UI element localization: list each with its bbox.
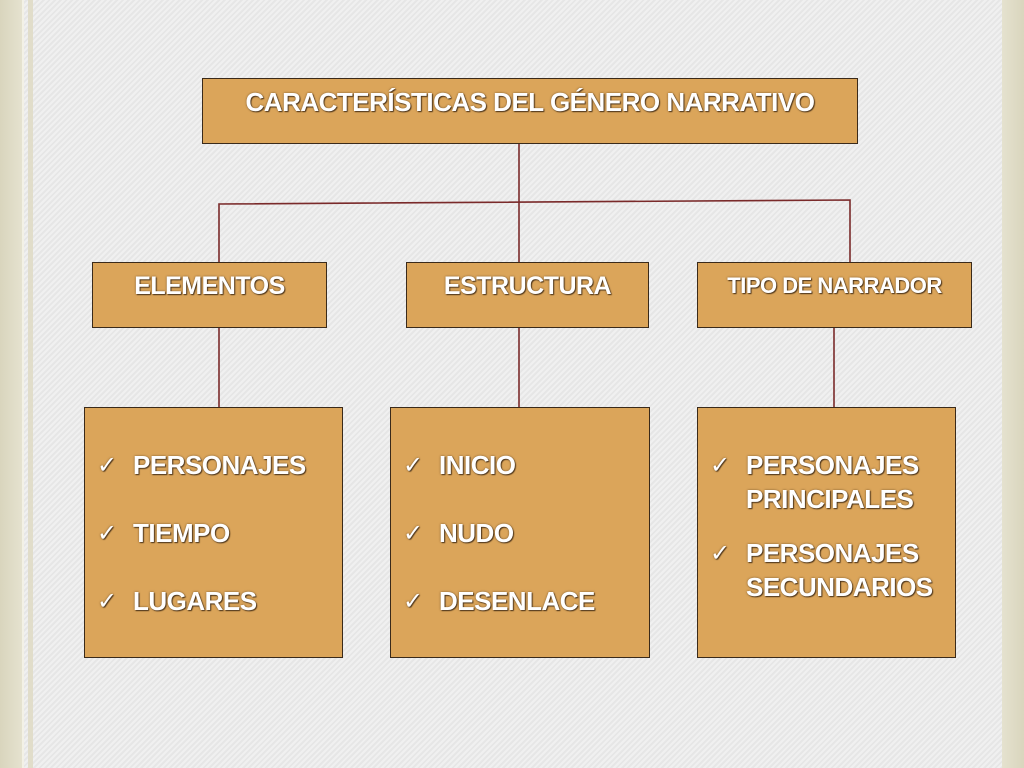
checkmark-icon: ✓ [97, 519, 117, 547]
list-box-tipo-de-narrador: ✓ PERSONAJES PRINCIPALES ✓ PERSONAJES SE… [697, 407, 956, 658]
left-decorative-line [28, 0, 33, 768]
list-item: ✓ DESENLACE [403, 584, 649, 618]
list-item-text: PERSONAJES [133, 450, 306, 480]
checkmark-icon: ✓ [97, 451, 117, 479]
list-item: ✓ PERSONAJES PRINCIPALES [710, 448, 955, 516]
list-item-text: LUGARES [133, 586, 257, 616]
list-item-text: INICIO [439, 450, 516, 480]
diagram-title: CARACTERÍSTICAS DEL GÉNERO NARRATIVO [245, 86, 815, 117]
left-decorative-stripe [0, 0, 24, 768]
list-elementos: ✓ PERSONAJES ✓ TIEMPO ✓ LUGARES [85, 408, 342, 618]
list-item-text: PERSONAJES PRINCIPALES [746, 450, 919, 514]
list-item: ✓ INICIO [403, 448, 649, 482]
list-box-estructura: ✓ INICIO ✓ NUDO ✓ DESENLACE [390, 407, 650, 658]
category-label-tipo-de-narrador: TIPO DE NARRADOR [727, 273, 942, 298]
checkmark-icon: ✓ [97, 587, 117, 615]
list-estructura: ✓ INICIO ✓ NUDO ✓ DESENLACE [391, 408, 649, 618]
diagram-title-box: CARACTERÍSTICAS DEL GÉNERO NARRATIVO [202, 78, 858, 144]
list-item-text: TIEMPO [133, 518, 230, 548]
category-label-elementos: ELEMENTOS [134, 271, 285, 300]
checkmark-icon: ✓ [710, 451, 730, 479]
list-box-elementos: ✓ PERSONAJES ✓ TIEMPO ✓ LUGARES [84, 407, 343, 658]
connector-horizontal-bar [218, 199, 851, 262]
checkmark-icon: ✓ [403, 451, 423, 479]
list-item-text: PERSONAJES SECUNDARIOS [746, 538, 933, 602]
category-box-estructura: ESTRUCTURA [406, 262, 649, 328]
list-item-text: NUDO [439, 518, 514, 548]
category-box-elementos: ELEMENTOS [92, 262, 327, 328]
category-box-tipo-de-narrador: TIPO DE NARRADOR [697, 262, 972, 328]
list-item: ✓ PERSONAJES [97, 448, 342, 482]
list-item: ✓ LUGARES [97, 584, 342, 618]
checkmark-icon: ✓ [403, 587, 423, 615]
list-item: ✓ NUDO [403, 516, 649, 550]
checkmark-icon: ✓ [403, 519, 423, 547]
category-label-estructura: ESTRUCTURA [443, 271, 612, 300]
list-tipo-de-narrador: ✓ PERSONAJES PRINCIPALES ✓ PERSONAJES SE… [698, 408, 955, 604]
list-item: ✓ TIEMPO [97, 516, 342, 550]
right-decorative-stripe [1002, 0, 1024, 768]
list-item: ✓ PERSONAJES SECUNDARIOS [710, 536, 955, 604]
list-item-text: DESENLACE [439, 586, 595, 616]
checkmark-icon: ✓ [710, 539, 730, 567]
